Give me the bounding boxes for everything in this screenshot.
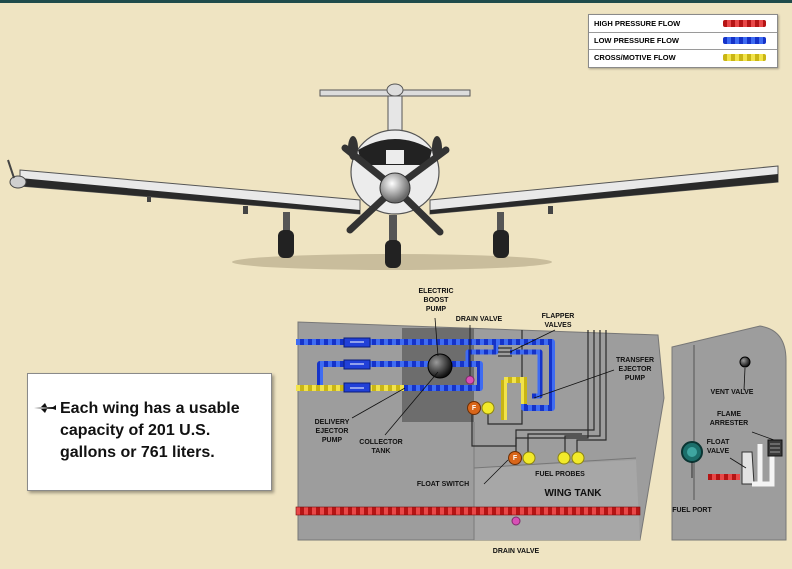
top-border	[0, 0, 792, 3]
legend-row-low-pressure: LOW PRESSURE FLOW	[589, 32, 777, 50]
float-switch-marker-top	[467, 401, 481, 415]
flow-legend: HIGH PRESSURE FLOW LOW PRESSURE FLOW CRO…	[588, 14, 778, 68]
label-drain-valve-top: DRAIN VALVE	[455, 316, 503, 323]
left-main-gear-strut	[283, 212, 290, 234]
nose-gear-strut	[389, 215, 397, 243]
flapper-valves-symbol	[498, 347, 512, 357]
vent-line	[752, 444, 775, 487]
legend-swatch-low-pressure	[723, 37, 766, 44]
left-winglet	[7, 159, 15, 179]
drain-valve-bottom-symbol	[511, 516, 521, 526]
legend-label-high-pressure: HIGH PRESSURE FLOW	[594, 19, 681, 28]
left-wing-fitting	[243, 206, 248, 214]
drain-valve-top-symbol	[465, 375, 475, 385]
aircraft-illustration	[7, 83, 779, 270]
float-valve-symbol	[741, 451, 755, 485]
legend-label-low-pressure: LOW PRESSURE FLOW	[594, 36, 679, 45]
label-flapper-valves: FLAPPER VALVES	[541, 313, 575, 329]
left-wing-underside	[20, 178, 360, 214]
right-main-gear-strut	[497, 212, 504, 234]
label-flame-arrester: FLAME ARRESTER	[709, 411, 749, 427]
probe-wiring	[471, 330, 607, 460]
right-main-wheel	[493, 230, 509, 258]
legend-row-high-pressure: HIGH PRESSURE FLOW	[589, 15, 777, 33]
tip-high-pressure-line	[708, 474, 740, 480]
vent-valve-symbol	[739, 356, 751, 368]
label-drain-valve-bottom: DRAIN VALVE	[492, 548, 540, 555]
wing-tank-panel	[297, 321, 665, 541]
label-fuel-probes: FUEL PROBES	[535, 471, 585, 478]
float-switch-letter-bottom: F	[512, 455, 518, 462]
label-float-valve: FLOAT VALVE	[706, 439, 730, 455]
airplane-icon	[34, 403, 56, 413]
fuel-probe-3	[557, 451, 571, 465]
propeller-spinner	[379, 172, 411, 204]
fuel-probe-2	[522, 451, 536, 465]
label-transfer-ejector-pump: TRANSFER EJECTOR PUMP	[615, 357, 655, 382]
label-vent-valve: VENT VALVE	[710, 389, 754, 396]
legend-row-cross-motive: CROSS/MOTIVE FLOW	[589, 49, 777, 66]
right-wing-underside	[430, 174, 778, 214]
label-float-switch: FLOAT SWITCH	[416, 481, 470, 488]
tail-cap	[386, 83, 404, 97]
fuel-probe-4	[571, 451, 585, 465]
window-frame	[386, 150, 404, 164]
label-delivery-ejector-pump: DELIVERY EJECTOR PUMP	[314, 419, 350, 444]
right-wing-fitting	[548, 206, 553, 214]
float-switch-marker-bottom	[508, 451, 522, 465]
left-main-wheel	[278, 230, 294, 258]
fuel-probe-1	[481, 401, 495, 415]
nose-wheel	[385, 240, 401, 268]
label-collector-tank: COLLECTOR TANK	[359, 439, 403, 455]
legend-label-cross-motive: CROSS/MOTIVE FLOW	[594, 53, 676, 62]
label-fuel-port: FUEL PORT	[672, 507, 712, 514]
label-leader-lines	[351, 317, 775, 485]
capacity-note-text: Each wing has a usable capacity of 201 U…	[60, 400, 240, 461]
high-pressure-line	[295, 506, 641, 516]
legend-swatch-high-pressure	[723, 20, 766, 27]
left-wing-fitting-outer	[147, 196, 151, 202]
legend-swatch-cross-motive	[723, 54, 766, 61]
label-electric-boost-pump: ELECTRIC BOOST PUMP	[418, 288, 454, 313]
capacity-note-box: Each wing has a usable capacity of 201 U…	[27, 373, 272, 491]
electric-boost-pump-symbol	[427, 353, 453, 379]
fuel-port-center	[687, 447, 697, 457]
left-wingtip	[9, 175, 27, 189]
float-switch-letter-top: F	[471, 405, 477, 412]
label-wing-tank: WING TANK	[544, 488, 602, 499]
